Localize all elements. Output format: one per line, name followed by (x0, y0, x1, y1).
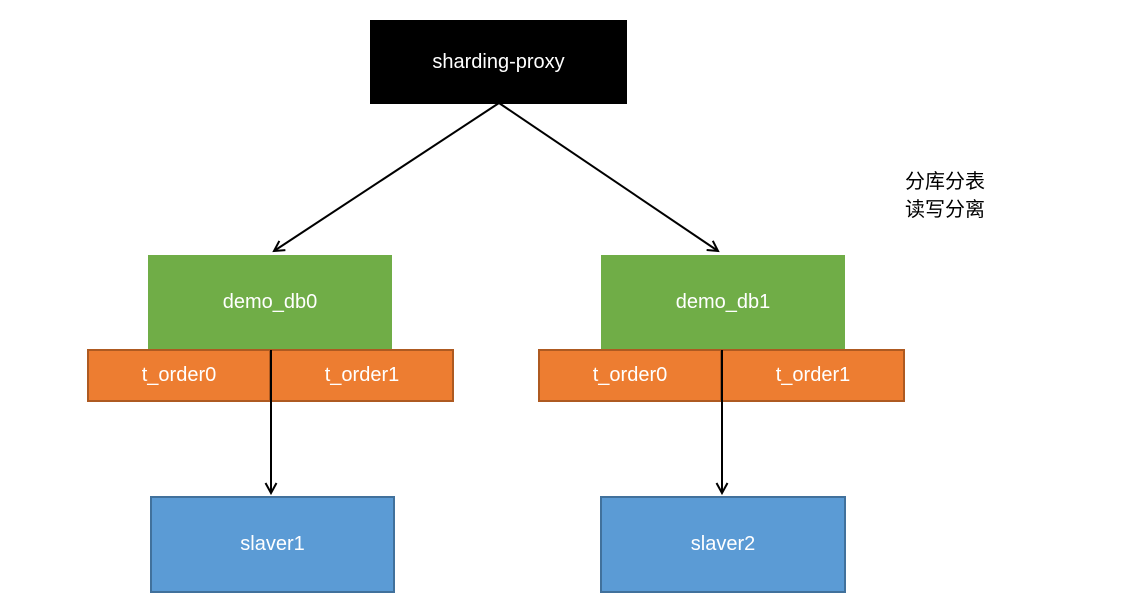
arrow-proxy-to-db0-icon (272, 102, 500, 253)
node-db0-t-order0: t_order0 (87, 349, 271, 402)
node-db1-t-order0: t_order0 (538, 349, 722, 402)
annotation-note: 分库分表 读写分离 (905, 168, 985, 224)
node-slaver2: slaver2 (600, 496, 846, 593)
node-db0-t-order1: t_order1 (270, 349, 454, 402)
node-db1-t-order1: t_order1 (721, 349, 905, 402)
node-slaver1: slaver1 (150, 496, 395, 593)
node-sharding-proxy: sharding-proxy (370, 20, 627, 104)
annotation-line1: 分库分表 (905, 171, 985, 193)
node-demo-db1: demo_db1 (601, 255, 845, 349)
node-demo-db0: demo_db0 (148, 255, 392, 349)
arrow-proxy-to-db1-icon (498, 102, 720, 253)
annotation-line2: 读写分离 (905, 199, 985, 221)
